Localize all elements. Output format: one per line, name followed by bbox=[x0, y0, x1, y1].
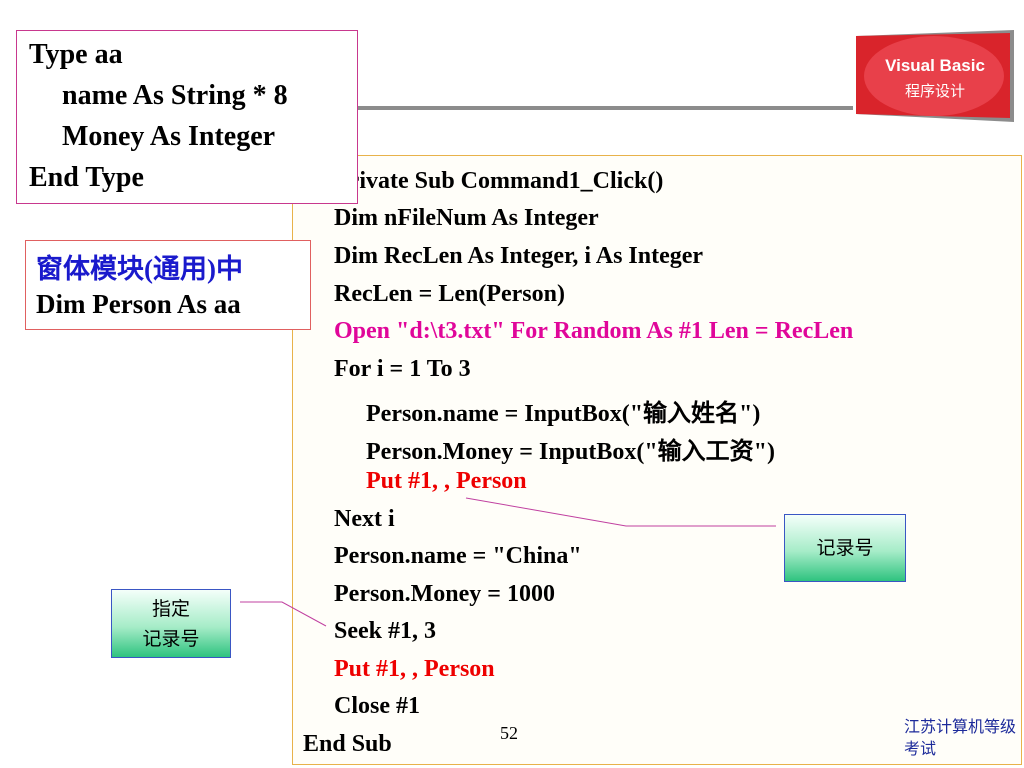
code-line: Person.Money = 1000 bbox=[334, 581, 555, 607]
code-line-put: Put #1, , Person bbox=[334, 656, 495, 682]
code-panel: Private Sub Command1_Click() Dim nFileNu… bbox=[292, 155, 1022, 765]
code-line: Seek #1, 3 bbox=[334, 618, 436, 644]
code-line: Dim RecLen As Integer, i As Integer bbox=[334, 243, 704, 269]
header-rule bbox=[355, 106, 853, 110]
record-number-label: 记录号 bbox=[142, 628, 200, 650]
specify-record-callout: 指定 记录号 bbox=[111, 589, 231, 658]
logo-subtitle: 程序设计 bbox=[904, 82, 965, 100]
code-line: Person.name = "China" bbox=[334, 543, 582, 569]
form-module-box: 窗体模块(通用)中 Dim Person As aa bbox=[25, 240, 311, 330]
form-module-declaration: Dim Person As aa bbox=[36, 289, 241, 319]
code-line: Private Sub Command1_Click() bbox=[334, 168, 664, 194]
code-line: Person.Money = InputBox("输入工资") bbox=[366, 439, 775, 465]
type-line: name As String * 8 bbox=[62, 80, 288, 111]
record-number-callout: 记录号 bbox=[784, 514, 906, 582]
code-line: Person.name = InputBox("输入姓名") bbox=[366, 401, 761, 427]
visual-basic-logo bbox=[856, 30, 1014, 122]
form-module-label: 窗体模块(通用)中 bbox=[36, 254, 243, 284]
type-line: Type aa bbox=[29, 39, 123, 70]
code-line: End Sub bbox=[303, 731, 392, 757]
footer-organization: 江苏计算机等级考试 bbox=[904, 717, 1017, 758]
record-number-label: 记录号 bbox=[816, 537, 874, 559]
page-number: 52 bbox=[500, 723, 518, 743]
code-line: Next i bbox=[334, 506, 395, 532]
code-line: RecLen = Len(Person) bbox=[334, 281, 565, 307]
specify-label: 指定 bbox=[151, 598, 190, 620]
type-definition-box: Type aa name As String * 8 Money As Inte… bbox=[16, 30, 358, 204]
code-line-open: Open "d:\t3.txt" For Random As #1 Len = … bbox=[334, 318, 854, 344]
type-line: End Type bbox=[29, 162, 144, 193]
code-line-put: Put #1, , Person bbox=[366, 468, 527, 494]
code-line: For i = 1 To 3 bbox=[334, 356, 471, 382]
type-line: Money As Integer bbox=[62, 121, 276, 152]
code-line: Dim nFileNum As Integer bbox=[334, 205, 599, 231]
code-line: Close #1 bbox=[334, 693, 420, 719]
logo-title: Visual Basic bbox=[885, 56, 985, 75]
